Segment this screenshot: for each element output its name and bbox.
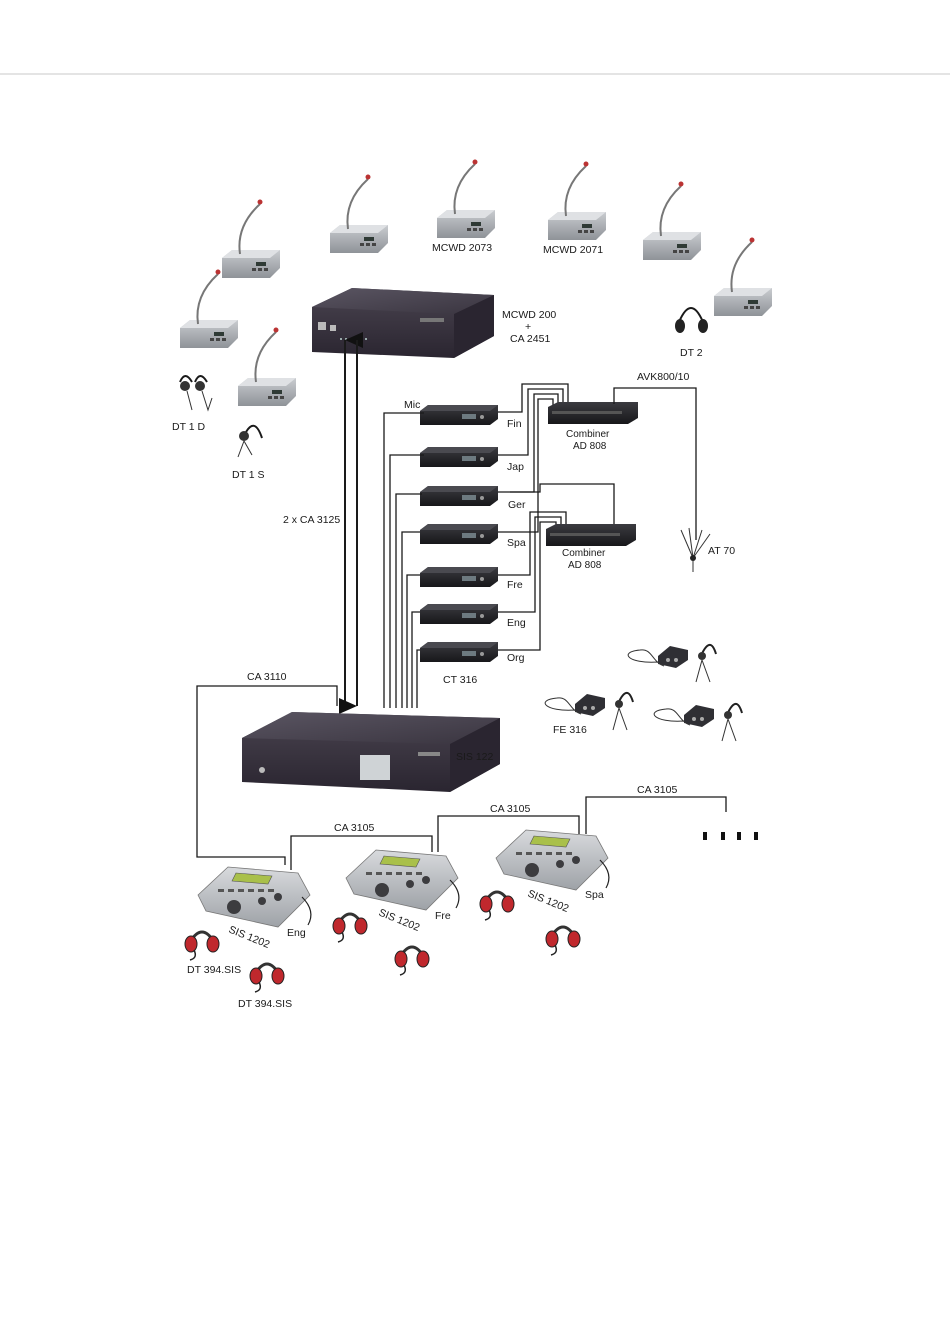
ct316-transmitter [420, 604, 498, 624]
sis1202-interpreter-desks [198, 830, 609, 927]
sis1202-label-1: SIS 1202 [227, 924, 272, 951]
fe316-receiver-unit [628, 645, 716, 682]
ct316-label: CT 316 [443, 674, 477, 686]
dt1s-earphone-icon [238, 426, 262, 457]
transmitter-input-wires [384, 413, 424, 708]
ca3105-label-3: CA 3105 [637, 784, 677, 796]
interpreter-lang-fre: Fre [435, 910, 451, 922]
combiner-2-device [546, 524, 636, 546]
dt394-headphone-icon [546, 927, 580, 955]
sis1202-label-2: SIS 1202 [377, 907, 422, 934]
combiner-1-line2: AD 808 [573, 441, 607, 452]
headphone-label-1: DT 394.SIS [187, 964, 241, 976]
sis1202-label-3: SIS 1202 [526, 888, 571, 915]
combiner-1-device [548, 402, 638, 424]
sis1202-desk [198, 867, 311, 927]
dt394-headphone-icon [185, 932, 219, 960]
combiner-2-line1: Combiner [562, 548, 606, 559]
dt1d-label: DT 1 D [172, 421, 205, 433]
antenna-cable-label: AVK800/10 [637, 371, 690, 383]
ct316-transmitter [420, 524, 498, 544]
dt394-headphone-icon [480, 892, 514, 920]
main-cable-arrows [345, 340, 357, 706]
ct316-transmitter [420, 567, 498, 587]
daisy-chain-continuation-marks [703, 832, 758, 840]
microphone-desk-unit [437, 160, 495, 239]
mcwd-200-label: MCWD 200 [502, 309, 556, 321]
fe316-receiver-unit [654, 704, 742, 741]
mcwd-200-central-unit [312, 288, 494, 358]
mic-label: Mic [404, 399, 420, 411]
dt394-headphone-icon [333, 914, 367, 942]
ct316-transmitter [420, 642, 498, 662]
combiner-1-line1: Combiner [566, 429, 610, 440]
sis1202-desk [496, 830, 609, 890]
microphone-desk-unit [714, 238, 772, 317]
ct316-transmitter-stack [420, 405, 498, 662]
mcwd-plus-label: + [525, 321, 531, 333]
ca3105-label-2: CA 3105 [490, 803, 530, 815]
interpreter-lang-eng: Eng [287, 927, 306, 939]
combiner-2-line2: AD 808 [568, 560, 602, 571]
ct316-transmitter [420, 486, 498, 506]
interpreter-lang-spa: Spa [585, 889, 604, 901]
transmitter-channel-label: Org [507, 652, 525, 664]
transmitter-channel-label: Spa [507, 537, 526, 549]
microphone-desk-unit [180, 270, 238, 349]
mcwd-2071-label: MCWD 2071 [543, 244, 603, 256]
sis1202-desk [346, 850, 459, 910]
dt1d-earphone-icon [180, 376, 212, 410]
ct316-transmitter [420, 405, 498, 425]
dt394-headphone-icon [395, 947, 429, 975]
ca3105-cable-3 [586, 797, 726, 834]
microphone-desk-unit [643, 182, 701, 261]
transmitter-channel-label: Eng [507, 617, 526, 629]
microphone-units [180, 160, 772, 407]
main-cable-label: 2 x CA 3125 [283, 514, 340, 526]
microphone-desk-unit [548, 162, 606, 241]
transmitter-channel-label: Fin [507, 418, 522, 430]
ca-2451-label: CA 2451 [510, 333, 550, 345]
ca3105-label-1: CA 3105 [334, 822, 374, 834]
microphone-desk-unit [330, 175, 388, 254]
ca3110-label: CA 3110 [247, 671, 287, 683]
transmitter-channel-label: Ger [508, 499, 526, 511]
mcwd-2073-label: MCWD 2073 [432, 242, 492, 254]
fe316-label: FE 316 [553, 724, 587, 736]
transmitter-channel-label: Fre [507, 579, 523, 591]
sis-122-label: SIS 122 [456, 751, 494, 763]
dt2-headphone-icon [675, 308, 708, 333]
headphone-label-2: DT 394.SIS [238, 998, 292, 1010]
ct316-transmitter [420, 447, 498, 467]
transmitter-channel-label: Jap [507, 461, 524, 473]
microphone-desk-unit [222, 200, 280, 279]
dt1s-label: DT 1 S [232, 469, 264, 481]
dt2-label: DT 2 [680, 347, 703, 359]
microphone-desk-unit [238, 328, 296, 407]
at70-label: AT 70 [708, 545, 735, 557]
dt394-headphone-icon [250, 964, 284, 992]
